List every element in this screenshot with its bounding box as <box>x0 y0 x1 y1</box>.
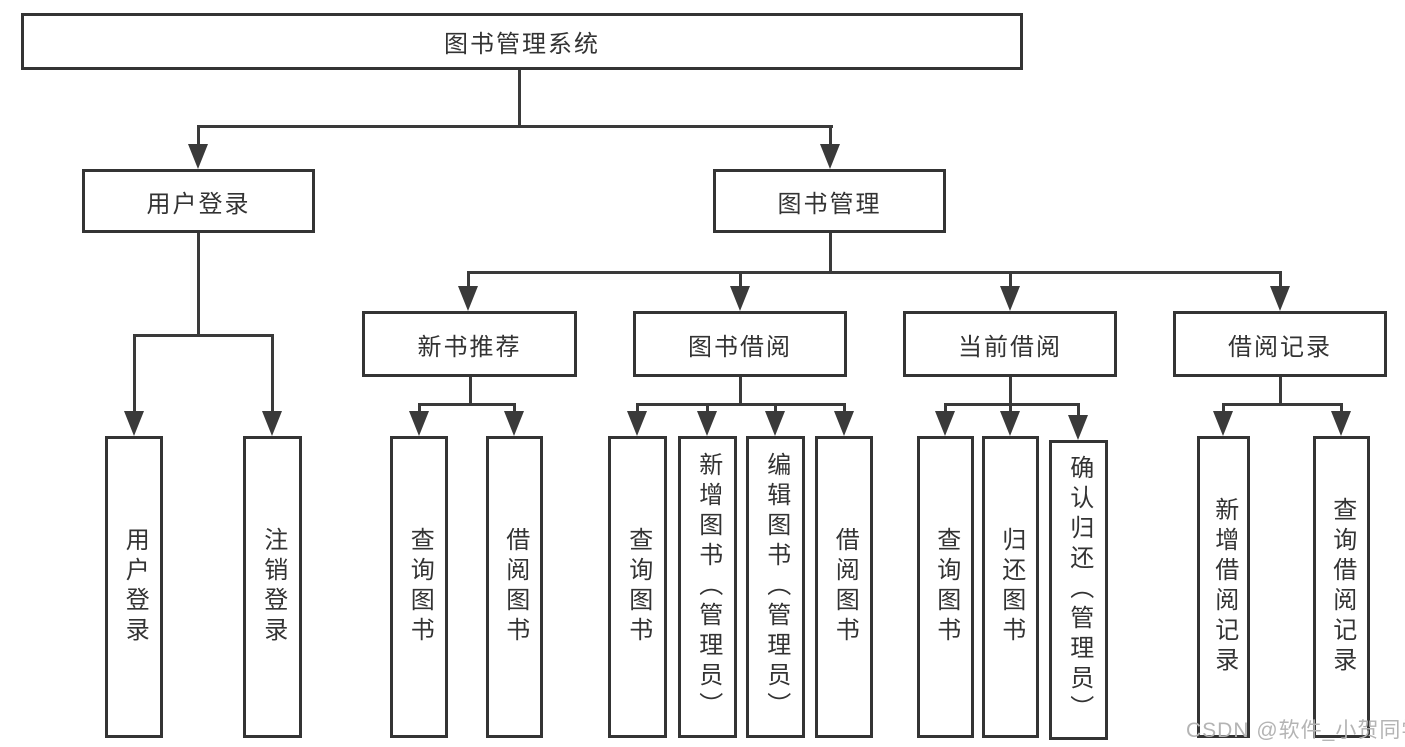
node-label: 新增借阅记录 <box>1210 497 1238 677</box>
arrowhead-down-icon <box>1331 411 1351 436</box>
arrowhead-down-icon <box>188 144 208 169</box>
leaf-logout: 注销登录 <box>243 436 302 738</box>
arrowhead-down-icon <box>1000 286 1020 311</box>
connector-line <box>197 125 833 128</box>
connector-line <box>467 271 470 288</box>
node-label: 查询图书 <box>624 527 652 647</box>
leaf-user-login: 用户登录 <box>105 436 163 738</box>
connector-line <box>829 233 832 274</box>
node-label: 借阅图书 <box>831 527 859 647</box>
arrowhead-down-icon <box>124 411 144 436</box>
node-label: 新书推荐 <box>417 333 522 361</box>
node-label: 当前借阅 <box>958 333 1062 361</box>
node-label: 查询借阅记录 <box>1328 497 1356 677</box>
connector-line <box>1077 403 1080 417</box>
leaf-borrow-books-recommend: 借阅图书 <box>486 436 543 738</box>
arrowhead-down-icon <box>834 411 854 436</box>
node-label: 新增图书（管理员） <box>694 452 722 722</box>
connector-line <box>1009 403 1012 415</box>
arrowhead-down-icon <box>935 411 955 436</box>
connector-line <box>418 403 516 406</box>
arrowhead-down-icon <box>697 411 717 436</box>
leaf-query-books-recommend: 查询图书 <box>390 436 448 738</box>
connector-line <box>133 334 136 414</box>
leaf-confirm-return-admin: 确认归还（管理员） <box>1049 440 1108 740</box>
node-book-borrow: 图书借阅 <box>633 311 847 377</box>
connector-line <box>944 403 947 415</box>
connector-line <box>1279 377 1282 406</box>
node-current-borrow: 当前借阅 <box>903 311 1117 377</box>
node-new-book-recommend: 新书推荐 <box>362 311 577 377</box>
arrowhead-down-icon <box>730 286 750 311</box>
node-borrow-record: 借阅记录 <box>1173 311 1387 377</box>
connector-line <box>467 271 1282 274</box>
node-user-login-group: 用户登录 <box>82 169 315 233</box>
node-label: 编辑图书（管理员） <box>762 452 790 722</box>
arrowhead-down-icon <box>262 411 282 436</box>
connector-line <box>469 377 472 406</box>
csdn-watermark: CSDN @软件_小贺同学 <box>1186 719 1405 742</box>
node-label: 用户登录 <box>121 527 149 647</box>
node-label: 图书借阅 <box>688 333 792 361</box>
connector-line <box>1279 271 1282 288</box>
connector-line <box>739 377 742 406</box>
arrowhead-down-icon <box>1270 286 1290 311</box>
connector-line <box>636 403 845 406</box>
arrowhead-down-icon <box>504 411 524 436</box>
connector-line <box>829 125 832 149</box>
connector-line <box>1222 403 1342 406</box>
connector-line <box>1222 403 1225 415</box>
connector-line <box>197 233 200 337</box>
leaf-add-books-admin: 新增图书（管理员） <box>678 436 737 738</box>
connector-line <box>774 403 777 415</box>
node-label: 借阅图书 <box>501 527 529 647</box>
node-label: 用户登录 <box>146 190 251 218</box>
connector-line <box>197 125 200 149</box>
arrowhead-down-icon <box>765 411 785 436</box>
leaf-query-borrow-record: 查询借阅记录 <box>1313 436 1370 738</box>
node-label: 查询图书 <box>406 527 434 647</box>
leaf-add-borrow-record: 新增借阅记录 <box>1197 436 1250 738</box>
connector-line <box>1340 403 1343 415</box>
arrowhead-down-icon <box>820 144 840 169</box>
arrowhead-down-icon <box>409 411 429 436</box>
connector-line <box>513 403 516 415</box>
node-label: 注销登录 <box>259 527 287 647</box>
node-book-management: 图书管理 <box>713 169 946 233</box>
node-label: 图书管理 <box>777 190 882 218</box>
node-library-management-system: 图书管理系统 <box>21 13 1023 70</box>
arrowhead-down-icon <box>1000 411 1020 436</box>
connector-line <box>843 403 846 415</box>
leaf-query-books-borrow: 查询图书 <box>608 436 667 738</box>
connector-line <box>133 334 274 337</box>
arrowhead-down-icon <box>627 411 647 436</box>
node-label: 借阅记录 <box>1228 333 1332 361</box>
node-label: 图书管理系统 <box>444 31 600 58</box>
connector-line <box>1009 271 1012 288</box>
connector-line <box>636 403 639 415</box>
arrowhead-down-icon <box>458 286 478 311</box>
connector-line <box>271 334 274 414</box>
leaf-borrow-books: 借阅图书 <box>815 436 873 738</box>
arrowhead-down-icon <box>1068 415 1088 440</box>
leaf-query-books-current: 查询图书 <box>917 436 974 738</box>
connector-line <box>518 70 521 128</box>
connector-line <box>739 271 742 288</box>
connector-line <box>418 403 421 415</box>
node-label: 确认归还（管理员） <box>1065 455 1093 725</box>
leaf-return-books: 归还图书 <box>982 436 1039 738</box>
arrowhead-down-icon <box>1213 411 1233 436</box>
node-label: 归还图书 <box>997 527 1025 647</box>
connector-line <box>1009 377 1012 406</box>
leaf-edit-books-admin: 编辑图书（管理员） <box>746 436 805 738</box>
connector-line <box>706 403 709 415</box>
node-label: 查询图书 <box>932 527 960 647</box>
